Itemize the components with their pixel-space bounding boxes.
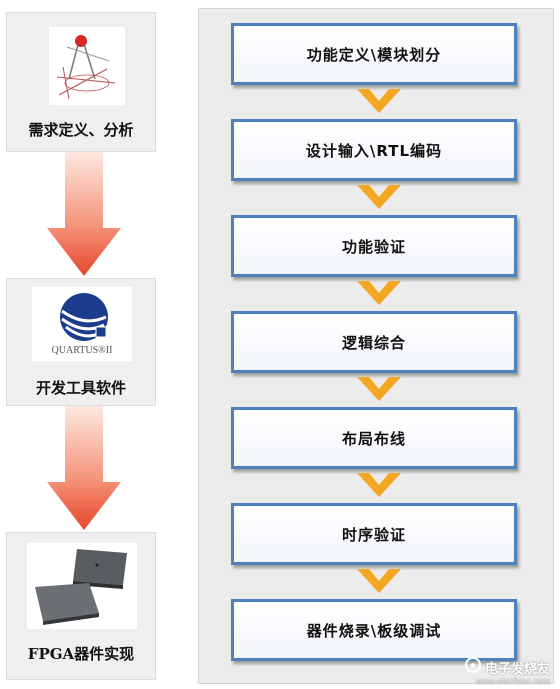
step-function-definition: 功能定义\模块划分 [231,23,517,85]
chevron-down-icon [357,473,401,497]
dev-tools-panel: QUARTUS®II 开发工具软件 [6,278,156,406]
watermark-logo-icon [464,657,481,677]
quartus-logo: QUARTUS®II [32,287,132,361]
fpga-panel: FPGA器件实现 [6,532,156,680]
requirements-label: 需求定义、分析 [28,121,134,139]
watermark-url: www.elecfans.com [475,677,551,686]
step-timing-verification: 时序验证 [231,503,517,565]
watermark: 电子发烧友 www.elecfans.com [464,657,550,686]
step-function-verification: 功能验证 [231,215,517,277]
flow-down-arrow-2 [47,406,121,530]
chevron-down-icon [357,281,401,305]
design-flow-panel: 功能定义\模块划分 设计输入\RTL编码 功能验证 逻辑综合 布局布线 时序验证… [198,8,554,684]
chevron-down-icon [357,377,401,401]
step-device-programming: 器件烧录\板级调试 [231,599,517,661]
chevron-down-icon [357,569,401,593]
fpga-label: FPGA器件实现 [27,645,135,663]
chevron-down-icon [357,89,401,113]
dev-tools-label: 开发工具软件 [35,379,126,397]
svg-text:QUARTUS®II: QUARTUS®II [52,345,113,356]
step-logic-synthesis: 逻辑综合 [231,311,517,373]
fpga-chip-icon [27,543,137,629]
step-design-input: 设计输入\RTL编码 [231,119,517,181]
chevron-down-icon [357,185,401,209]
step-place-and-route: 布局布线 [231,407,517,469]
drafting-compass-icon [49,27,125,105]
requirements-panel: 需求定义、分析 [6,12,156,152]
flow-down-arrow-1 [47,152,121,276]
watermark-text: 电子发烧友 [484,661,550,677]
